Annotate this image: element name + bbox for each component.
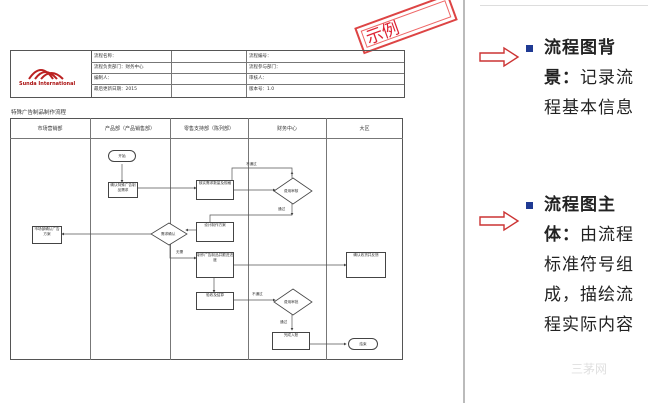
lane-header: 大区	[359, 126, 370, 132]
lane-header: 产品部（产品销售部）	[104, 126, 155, 132]
hdr-label: 审核人：	[249, 76, 267, 81]
arrow-icon	[479, 210, 520, 232]
divider-top-right	[480, 5, 648, 6]
end-node: 结束	[348, 338, 378, 350]
hdr-row-line	[91, 84, 404, 85]
lane-divider	[90, 118, 91, 360]
hdr-col-line	[171, 51, 172, 97]
bullet-icon	[526, 45, 533, 52]
logo-text: Sunda International	[19, 81, 76, 87]
hdr-label: 流程名称：	[94, 54, 117, 59]
bullet-icon	[526, 202, 533, 209]
flowchart-board	[10, 118, 403, 360]
hdr-label: 流程编号：	[249, 54, 272, 59]
edge-label: 通过	[278, 207, 286, 211]
company-logo: Sunda International	[11, 51, 92, 97]
watermark: 三茅网	[571, 362, 608, 376]
edge-label: 不通过	[252, 292, 263, 296]
start-node: 开始	[108, 150, 136, 162]
item-1-text: 记录流程基本信息	[544, 68, 634, 118]
logo-icon	[28, 69, 64, 80]
process-node: 核实需求数量及规格	[196, 180, 234, 200]
process-node: 确认特殊广告制品需求	[108, 182, 138, 198]
edge-label: 不通过	[246, 162, 257, 166]
decision-label: 费用审批	[284, 300, 299, 304]
lane-header: 市场营销部	[37, 126, 63, 132]
right-panel-item-1: 流程图背景：记录流程基本信息	[544, 33, 640, 123]
lane-divider	[248, 118, 249, 360]
process-node: 市场部确认广告方案	[32, 226, 62, 244]
edge-label: 通过	[280, 320, 288, 324]
lane-header-line	[10, 138, 403, 139]
divider-left	[463, 0, 465, 403]
arrow-icon	[479, 46, 520, 68]
hdr-label: 流程负责部门：财务中心	[94, 65, 144, 70]
process-node: 确认收货并反馈	[346, 252, 386, 278]
header-table: Sunda International 流程名称： 流程负责部门：财务中心 编制…	[10, 50, 405, 98]
hdr-row-line	[91, 73, 404, 74]
hdr-row-line	[91, 62, 404, 63]
lane-divider	[326, 118, 327, 360]
item-2-heading: 流程图主体：	[544, 195, 616, 245]
process-node: 完成入账	[272, 332, 310, 350]
item-2-text: 由流程标准符号组成，描绘流程实际内容	[544, 225, 634, 335]
hdr-label: 版本号：1.0	[249, 87, 275, 92]
hdr-label: 流程参与部门：	[249, 65, 281, 70]
right-panel-item-2: 流程图主体：由流程标准符号组成，描绘流程实际内容	[544, 190, 640, 340]
hdr-label: 最后更新日期：2015	[94, 87, 137, 92]
decision-node	[150, 222, 188, 246]
hdr-col-line	[246, 51, 247, 97]
process-node: 制作广告制品并跟进进度	[196, 252, 234, 278]
lane-header: 零售支持部（陈列部）	[183, 126, 234, 132]
flowchart-title: 特殊广告制品制作流程	[11, 110, 67, 116]
hdr-label: 编制人：	[94, 76, 112, 81]
edge-label: 无需	[176, 250, 184, 254]
process-node: 验收及结算	[196, 292, 234, 310]
decision-node	[273, 177, 313, 205]
lane-header: 财务中心	[276, 126, 297, 132]
item-1-heading: 流程图背景：	[544, 38, 616, 88]
decision-node	[273, 288, 313, 316]
decision-label: 费用审核	[284, 189, 299, 193]
process-node: 设计制作方案	[196, 222, 234, 242]
decision-label: 需求确认	[161, 232, 176, 236]
